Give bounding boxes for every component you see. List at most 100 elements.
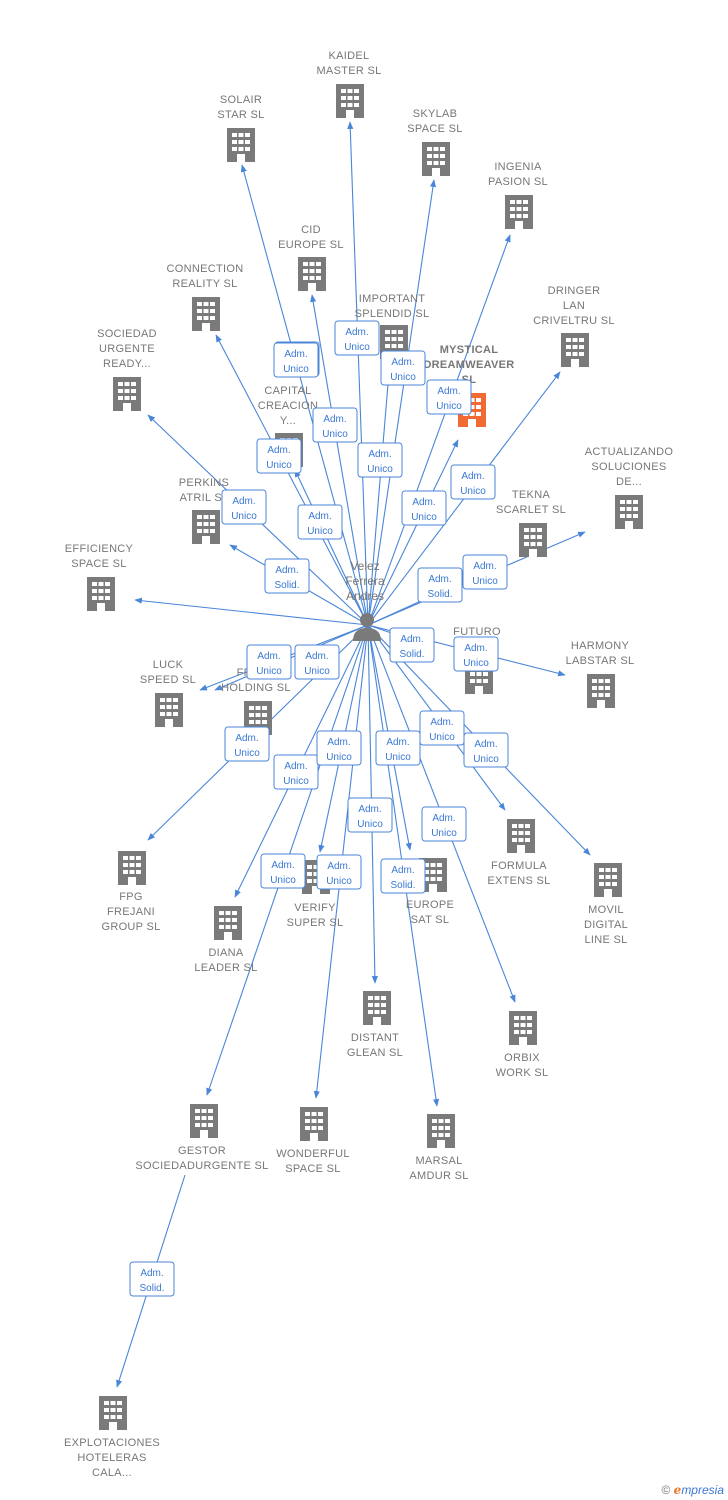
company-node-mystical[interactable]: MYSTICALDREAMWEAVERSL bbox=[423, 344, 514, 427]
relation-badge[interactable]: Adm. Solid. bbox=[417, 567, 463, 603]
relation-badge[interactable]: Adm.Unico bbox=[256, 438, 302, 474]
company-label: CALA... bbox=[92, 1467, 132, 1479]
relation-badge[interactable]: Adm.Unico bbox=[453, 636, 499, 672]
company-label: CID bbox=[301, 224, 321, 236]
company-label: INGENIA bbox=[494, 161, 542, 173]
relation-badge-text: Adm. bbox=[358, 804, 381, 815]
company-node-sociedad[interactable]: SOCIEDADURGENTEREADY... bbox=[97, 328, 157, 411]
relation-badge-box bbox=[312, 407, 358, 443]
relation-badge[interactable]: Adm.Solid. bbox=[129, 1261, 175, 1297]
relation-badge-text: Unico bbox=[322, 429, 348, 440]
building-icon bbox=[300, 1107, 328, 1141]
relation-badge-text: Adm. bbox=[235, 733, 258, 744]
relation-badge[interactable]: Adm.Unico bbox=[426, 379, 472, 415]
relation-badge-text: Adm. bbox=[474, 739, 497, 750]
relation-badge-text: Adm. bbox=[428, 574, 451, 585]
relation-badge[interactable]: Adm.Unico bbox=[463, 732, 509, 768]
relation-badge[interactable]: Adm.Unico bbox=[462, 554, 508, 590]
relation-badge[interactable]: Adm.Unico bbox=[294, 644, 340, 680]
company-label: TEKNA bbox=[512, 489, 551, 501]
relation-badge-box bbox=[389, 627, 435, 663]
relation-badge[interactable]: Adm.Unico bbox=[401, 490, 447, 526]
relation-badge[interactable]: Adm.Unico bbox=[450, 464, 496, 500]
relation-badge[interactable]: Adm.Solid. bbox=[380, 858, 426, 894]
company-label: MOVIL bbox=[588, 904, 624, 916]
company-label: GLEAN SL bbox=[347, 1047, 403, 1059]
company-node-explotaciones[interactable]: EXPLOTACIONESHOTELERASCALA... bbox=[64, 1396, 160, 1479]
empresia-brand[interactable]: © empresia bbox=[661, 1483, 724, 1497]
company-label: EXPLOTACIONES bbox=[64, 1437, 160, 1449]
relation-badge[interactable]: Adm.Unico bbox=[357, 442, 403, 478]
relation-badge-text: Solid. bbox=[427, 589, 452, 600]
relation-badge[interactable]: Adm.Unico bbox=[246, 644, 292, 680]
relation-badge[interactable]: Adm.Unico bbox=[419, 710, 465, 746]
relation-badge-box bbox=[260, 853, 306, 889]
relation-badge-text: Adm. bbox=[391, 865, 414, 876]
relation-badge-box bbox=[380, 350, 426, 386]
relation-badge[interactable]: Adm.Unico bbox=[316, 730, 362, 766]
relation-badge[interactable]: Adm.Solid. bbox=[389, 627, 435, 663]
relation-badge-text: Adm. bbox=[305, 651, 328, 662]
relation-badge-box bbox=[221, 489, 267, 525]
company-label: LINE SL bbox=[584, 934, 627, 946]
relation-badge[interactable]: Adm.Unico bbox=[221, 489, 267, 525]
building-icon bbox=[190, 1104, 218, 1138]
relation-badge[interactable]: Adm.Solid. bbox=[264, 558, 310, 594]
company-label: SAT SL bbox=[411, 914, 450, 926]
company-node-actualizando[interactable]: ACTUALIZANDOSOLUCIONESDE... bbox=[585, 446, 674, 529]
relation-badge-text: Adm. bbox=[327, 737, 350, 748]
relation-badge[interactable]: Adm.Unico bbox=[312, 407, 358, 443]
building-icon bbox=[227, 128, 255, 162]
company-label: FUTURO bbox=[453, 626, 501, 638]
company-label: PERKINS bbox=[179, 477, 229, 489]
relation-badge-box bbox=[129, 1261, 175, 1297]
relation-badge[interactable]: Adm.Unico bbox=[334, 320, 380, 356]
relation-badge[interactable]: Adm.Unico bbox=[380, 350, 426, 386]
company-label: HOLDING SL bbox=[221, 682, 291, 694]
relation-badge[interactable]: Adm.Unico bbox=[375, 730, 421, 766]
relation-badge[interactable]: Adm.Unico bbox=[273, 754, 319, 790]
company-label: CRIVELTRU SL bbox=[533, 315, 615, 327]
center-person[interactable]: Velez Ferrera Andres bbox=[345, 559, 385, 641]
relation-badge-text: Adm. bbox=[275, 565, 298, 576]
relation-badge[interactable]: Adm.Unico bbox=[297, 504, 343, 540]
relation-badge[interactable]: Adm.Unico bbox=[347, 797, 393, 833]
relation-badge[interactable]: Adm.Unico bbox=[224, 726, 270, 762]
relation-badge[interactable]: Adm.Unico bbox=[316, 854, 362, 890]
relation-badge[interactable]: Adm.Unico bbox=[273, 342, 319, 378]
relation-badge[interactable]: Adm.Unico bbox=[421, 806, 467, 842]
relation-badge-box bbox=[401, 490, 447, 526]
relation-badge-box bbox=[421, 806, 467, 842]
building-icon bbox=[505, 195, 533, 229]
relation-badge-text: Unico bbox=[385, 752, 411, 763]
relation-badge[interactable]: Adm.Unico bbox=[260, 853, 306, 889]
company-node-capital[interactable]: CAPITALCREACIONY... bbox=[258, 385, 318, 467]
company-label: AMDUR SL bbox=[409, 1170, 468, 1182]
